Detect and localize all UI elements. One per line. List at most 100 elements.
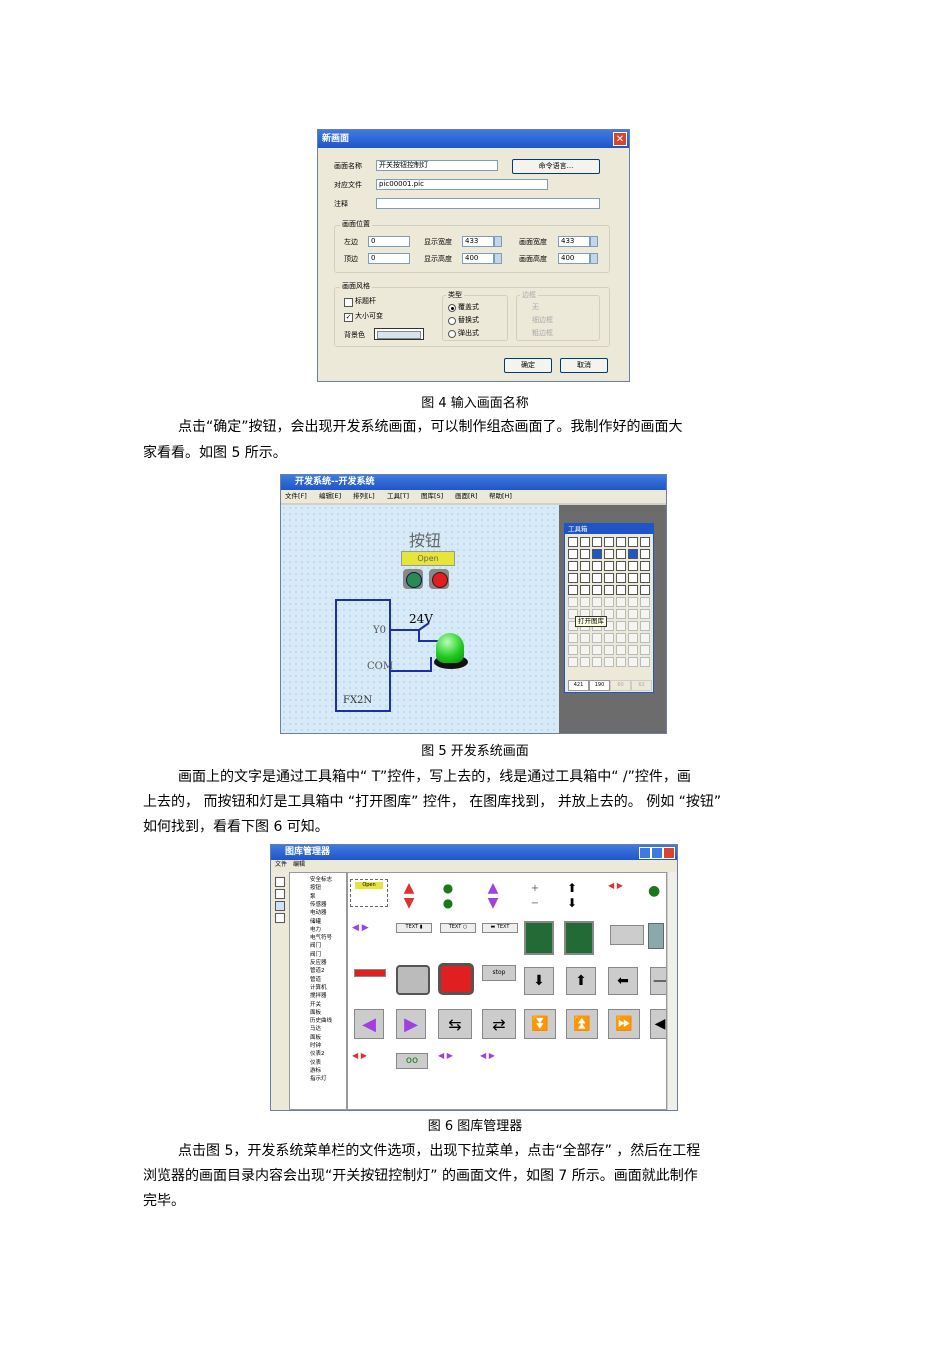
toolbox-tool-icon[interactable] bbox=[604, 549, 614, 559]
gallery-green-dot-icon[interactable]: ● bbox=[648, 883, 661, 899]
toolbox-tool-icon[interactable] bbox=[592, 633, 602, 643]
gallery-round-green-icon[interactable]: ●● bbox=[442, 881, 454, 910]
toolbox-tool-icon[interactable] bbox=[628, 609, 638, 619]
gallery-tree-item[interactable]: 泵 bbox=[310, 893, 316, 900]
toolbox-tool-icon[interactable] bbox=[580, 585, 590, 595]
toolbox-tool-icon[interactable] bbox=[568, 657, 578, 667]
gallery-tree-item[interactable]: 阀门 bbox=[310, 943, 322, 950]
toolbox-tool-icon[interactable] bbox=[640, 561, 650, 571]
toolbox-tool-icon[interactable] bbox=[616, 537, 626, 547]
gallery-tree-item[interactable]: 搅拌器 bbox=[310, 993, 327, 1000]
file-input[interactable]: pic00001.pic bbox=[376, 179, 548, 190]
gallery-small-panel-icon[interactable] bbox=[610, 925, 644, 945]
gallery-double-up-icon[interactable]: ⏫ bbox=[566, 1009, 598, 1039]
toolbox-tool-icon[interactable] bbox=[616, 597, 626, 607]
toolbox-tool-icon[interactable] bbox=[628, 537, 638, 547]
toolbox-tool-icon[interactable] bbox=[580, 549, 590, 559]
gallery-updown-black-icon[interactable]: ⬆⬇ bbox=[566, 881, 578, 910]
toolbox-tool-icon[interactable] bbox=[604, 609, 614, 619]
toolbox-tool-icon[interactable] bbox=[568, 597, 578, 607]
gallery-red-square-icon[interactable] bbox=[438, 963, 474, 995]
gallery-tree-item[interactable]: 按钮 bbox=[310, 885, 322, 892]
note-input[interactable] bbox=[376, 198, 600, 209]
toolbox-tool-icon[interactable] bbox=[604, 585, 614, 595]
toolbox-tool-icon[interactable] bbox=[592, 561, 602, 571]
gallery-tree-item[interactable]: 电气符号 bbox=[310, 935, 333, 942]
toolbox-tool-icon[interactable] bbox=[568, 573, 578, 583]
toolbox-tool-icon[interactable] bbox=[640, 621, 650, 631]
toolbox-tool-icon[interactable] bbox=[568, 633, 578, 643]
menu-gallery[interactable]: 图库[S] bbox=[421, 492, 444, 500]
gallery-menu-file[interactable]: 文件 bbox=[275, 861, 288, 868]
toolbox-tool-icon[interactable] bbox=[580, 573, 590, 583]
palette-icon[interactable] bbox=[275, 901, 285, 911]
toolbox-tool-icon[interactable] bbox=[616, 621, 626, 631]
gallery-tree-item[interactable]: 电力 bbox=[310, 926, 322, 933]
toolbox-tool-icon[interactable] bbox=[640, 597, 650, 607]
gallery-left-arrow-icon[interactable]: ⬅ bbox=[608, 967, 638, 995]
toolbox-tool-icon[interactable] bbox=[604, 561, 614, 571]
toolbox-tool-icon[interactable] bbox=[628, 645, 638, 655]
gallery-tree-item[interactable]: 面板 bbox=[310, 1034, 322, 1041]
gallery-tree-item[interactable]: 面板 bbox=[310, 1009, 322, 1016]
toolbox-tool-icon[interactable] bbox=[580, 537, 590, 547]
gallery-red-leftright-icon[interactable]: ◀ ▶ bbox=[352, 1051, 367, 1060]
gallery-green-rings-icon[interactable]: oo bbox=[396, 1053, 428, 1069]
gallery-text-btn-icon[interactable]: TEXT ▮ bbox=[396, 923, 432, 933]
toolbox-tool-icon[interactable] bbox=[592, 657, 602, 667]
toolbox-tool-icon[interactable] bbox=[616, 561, 626, 571]
radio-overlay[interactable] bbox=[448, 304, 456, 312]
toolbox-tool-icon[interactable] bbox=[616, 633, 626, 643]
toolbox-tool-icon[interactable] bbox=[640, 657, 650, 667]
show-height-spinner[interactable] bbox=[494, 253, 502, 264]
toolbox-tool-icon[interactable] bbox=[592, 597, 602, 607]
gallery-updown-red-icon[interactable]: ▲▼ bbox=[403, 880, 415, 911]
canvas-height-input[interactable]: 400 bbox=[558, 253, 590, 264]
menu-arrange[interactable]: 排列[L] bbox=[353, 492, 375, 500]
gallery-swap2-icon[interactable]: ⇄ bbox=[482, 1009, 516, 1039]
gallery-close-icon[interactable] bbox=[663, 847, 675, 859]
show-height-input[interactable]: 400 bbox=[462, 253, 494, 264]
gallery-tree-item[interactable]: 电动器 bbox=[310, 910, 327, 917]
gallery-tree-item[interactable]: 反应器 bbox=[310, 960, 327, 966]
gallery-open-button-icon[interactable]: Open bbox=[350, 879, 388, 907]
gallery-plus-minus-icon[interactable]: +− bbox=[530, 883, 540, 909]
red-pushbutton-icon[interactable] bbox=[429, 569, 449, 589]
toolbox-tool-icon[interactable] bbox=[568, 549, 578, 559]
gallery-menu-edit[interactable]: 编辑 bbox=[293, 861, 306, 868]
toolbox-tool-icon[interactable] bbox=[592, 537, 602, 547]
gallery-green-panel2-icon[interactable] bbox=[564, 921, 594, 955]
gallery-swap-icon[interactable]: ⇆ bbox=[438, 1009, 472, 1039]
toolbox-tool-icon[interactable] bbox=[580, 561, 590, 571]
toolbox-tool-icon[interactable] bbox=[568, 645, 578, 655]
gallery-tree-item[interactable]: 马达 bbox=[310, 1026, 322, 1033]
toolbox-tool-icon[interactable] bbox=[592, 645, 602, 655]
close-icon[interactable]: ✕ bbox=[613, 132, 627, 146]
toolbox-tool-icon[interactable] bbox=[580, 597, 590, 607]
toolbox-tool-icon[interactable] bbox=[616, 549, 626, 559]
gallery-tree-item[interactable]: 历史曲线 bbox=[310, 1018, 333, 1025]
toolbox-tool-icon[interactable] bbox=[568, 561, 578, 571]
toolbox-tool-icon[interactable] bbox=[628, 597, 638, 607]
toolbox-tool-icon[interactable] bbox=[640, 549, 650, 559]
command-language-button[interactable]: 命令语言... bbox=[512, 159, 600, 174]
show-width-input[interactable]: 433 bbox=[462, 236, 494, 247]
toolbox-tool-icon[interactable] bbox=[628, 585, 638, 595]
gallery-tree-item[interactable]: 阀门 bbox=[310, 951, 322, 958]
toolbox-tool-icon[interactable] bbox=[604, 537, 614, 547]
toolbox-tool-icon[interactable] bbox=[568, 537, 578, 547]
green-lamp-icon[interactable] bbox=[432, 633, 468, 669]
gallery-green-panel-icon[interactable] bbox=[524, 921, 554, 955]
cancel-button[interactable]: 取消 bbox=[560, 358, 608, 373]
gallery-leftright-purple-icon[interactable]: ◀ ▶ bbox=[352, 923, 369, 933]
gallery-tree-item[interactable]: 安全标志 bbox=[310, 877, 333, 883]
gallery-tree-item[interactable]: 仪表 bbox=[310, 1059, 322, 1066]
radio-replace[interactable] bbox=[448, 317, 456, 325]
gallery-tree-item[interactable]: 指示灯 bbox=[310, 1076, 327, 1083]
gallery-red-bar-icon[interactable] bbox=[354, 969, 386, 977]
toolbox-tool-icon[interactable] bbox=[628, 633, 638, 643]
toolbox-tool-icon[interactable] bbox=[640, 633, 650, 643]
design-canvas[interactable]: 按钮 Open 24V Y0 COM FX2N bbox=[281, 505, 559, 733]
toolbox-tool-icon[interactable] bbox=[640, 537, 650, 547]
gallery-up-arrow-icon[interactable]: ⬆ bbox=[566, 967, 596, 995]
